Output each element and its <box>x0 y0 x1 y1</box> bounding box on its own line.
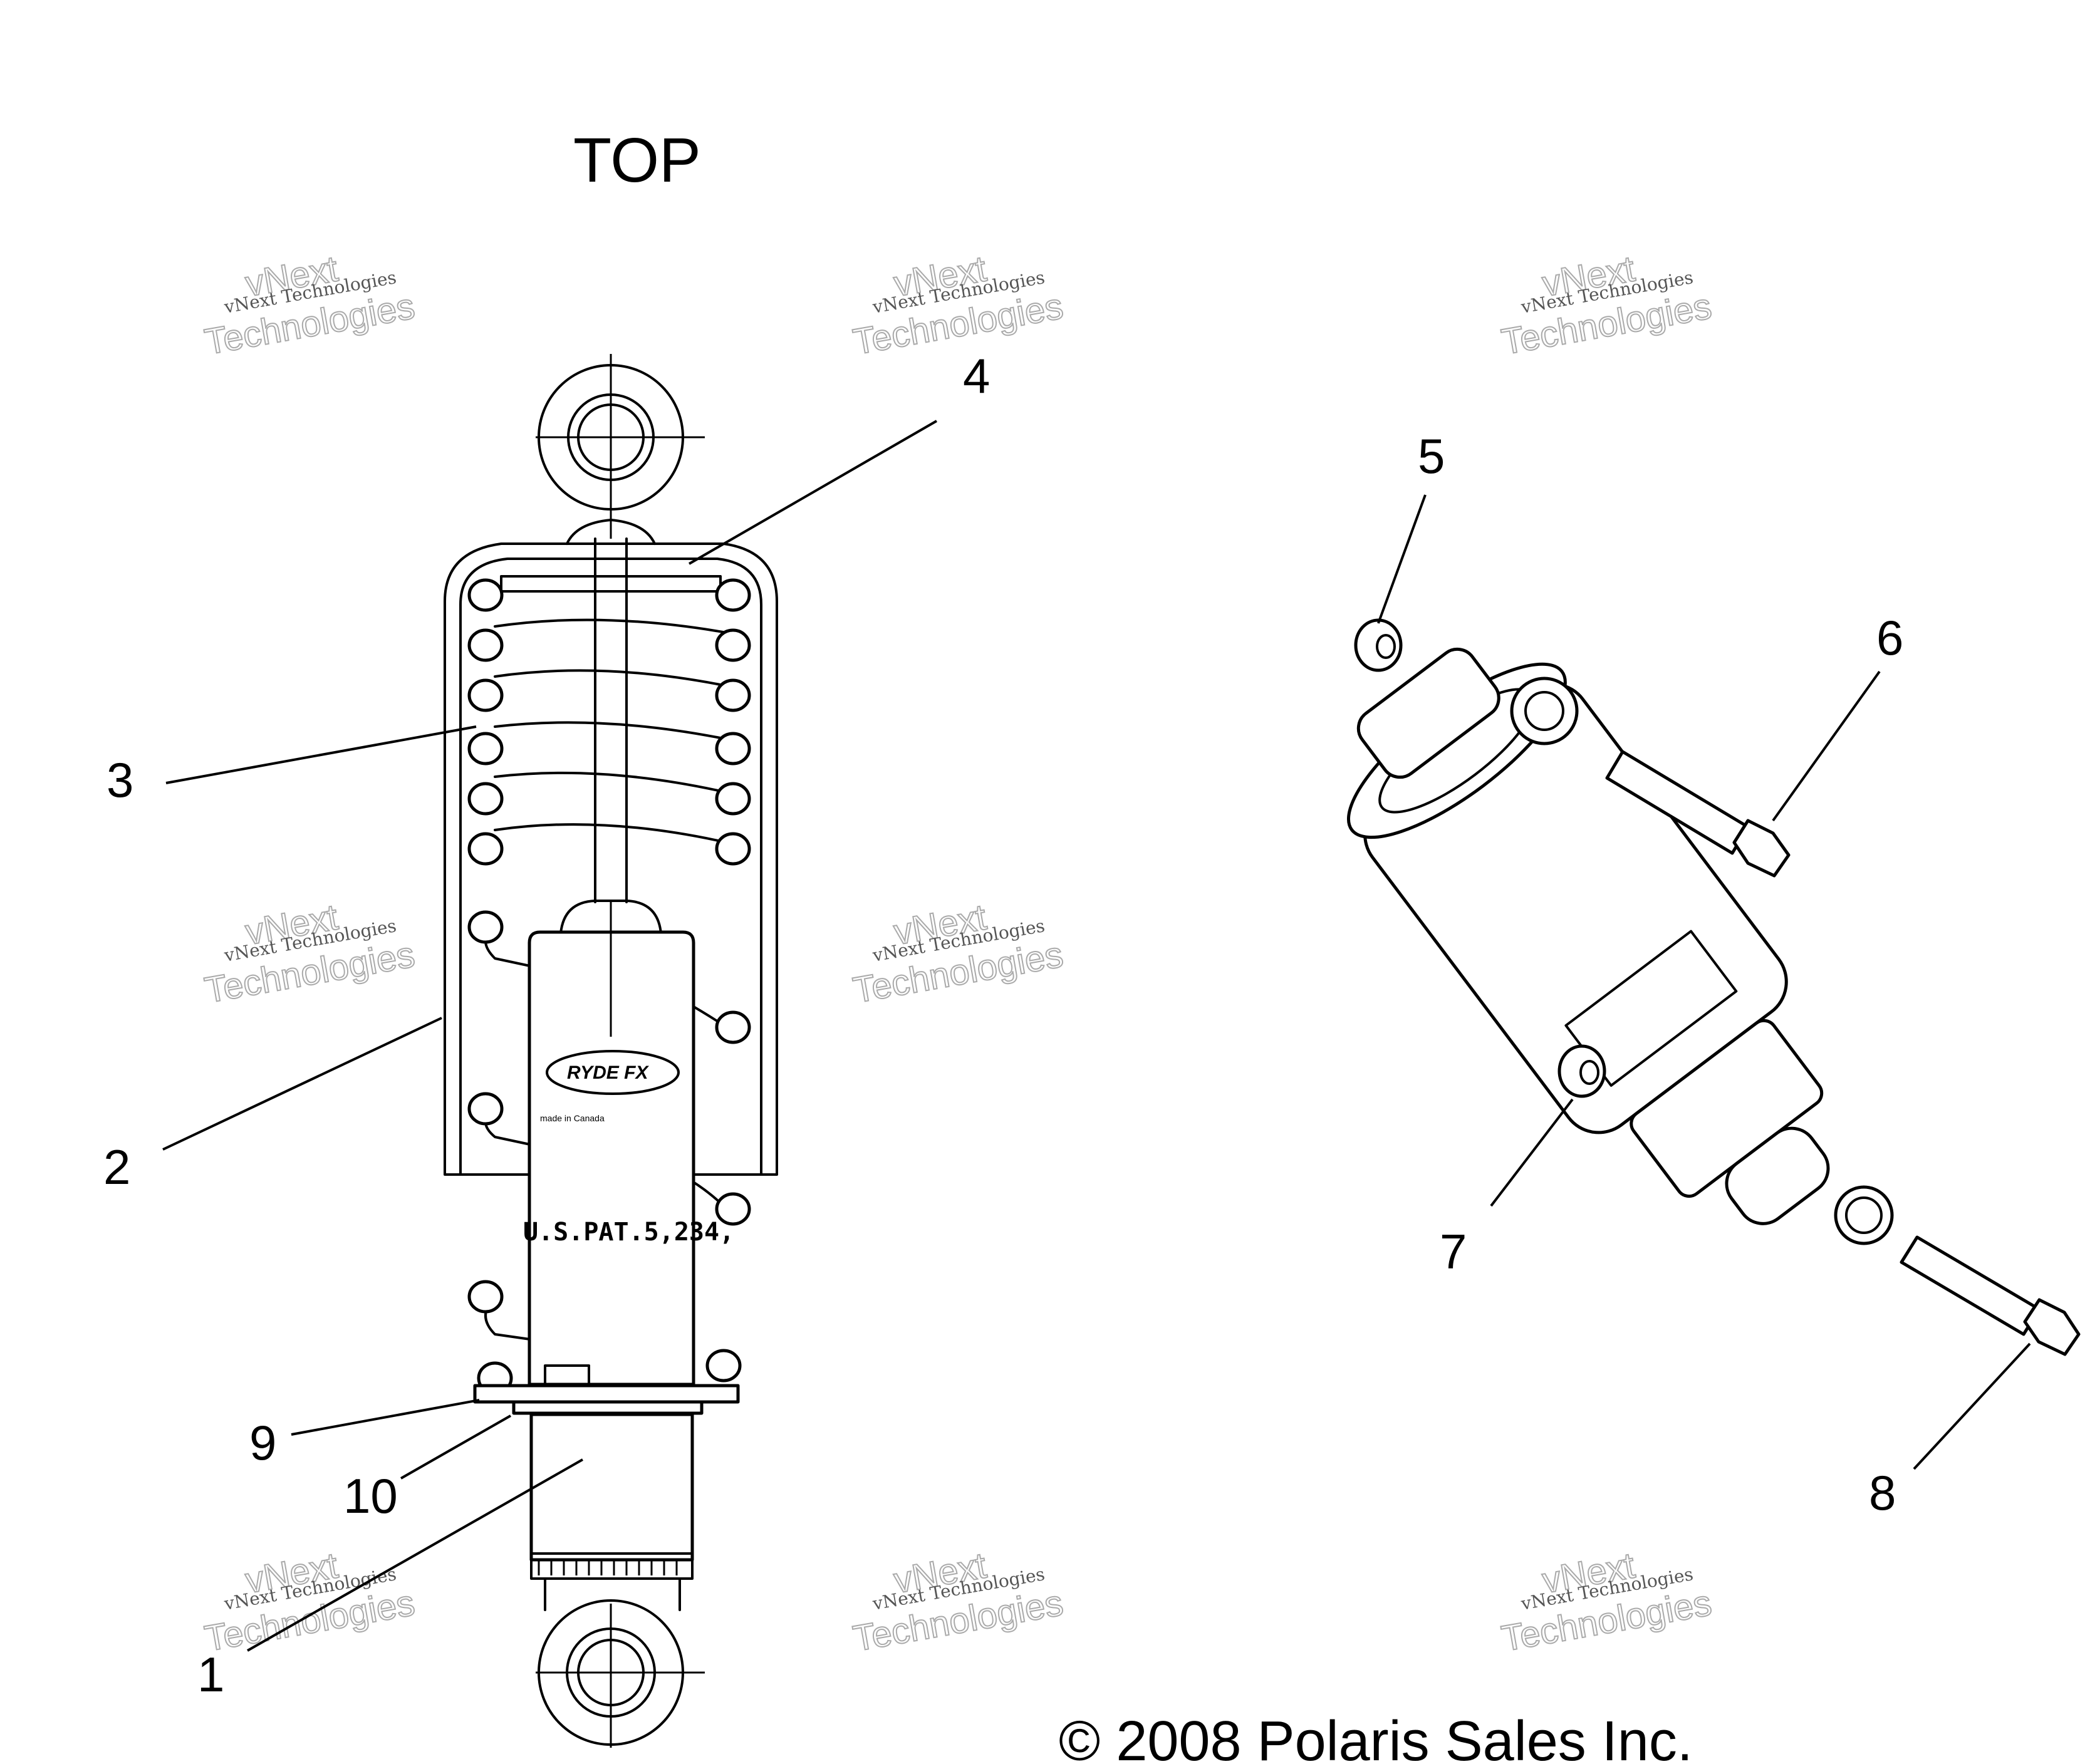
callout-7: 7 <box>1440 1224 1467 1279</box>
callout-3: 3 <box>107 752 133 807</box>
top-view-label: TOP <box>573 125 701 195</box>
callout-10: 10 <box>343 1468 398 1523</box>
patent-marking: U.S.PAT.5,234, <box>523 1218 734 1247</box>
top-mount-eye <box>536 354 705 539</box>
leader-lines <box>162 420 2031 1652</box>
top-eye-bushing <box>1510 677 1579 745</box>
watermark: vNext vNext Technologies Technologies <box>201 1544 419 1659</box>
nut-7 <box>1557 1044 1606 1098</box>
copyright-notice: © 2008 Polaris Sales Inc. <box>1059 1710 1693 1764</box>
callout-6: 6 <box>1876 610 1903 665</box>
callout-1: 1 <box>197 1647 224 1702</box>
spring <box>467 578 751 1395</box>
shock-assembly-exploded: RYDE FX made in Canada U.S.PAT.5,234, <box>444 354 778 1748</box>
watermark: vNext vNext Technologies Technologies <box>201 896 419 1011</box>
bolt-8 <box>1900 1235 2081 1356</box>
made-in-label: made in Canada <box>540 1113 605 1123</box>
callout-4: 4 <box>963 348 990 403</box>
shock-rod <box>559 537 662 935</box>
watermark: vNext vNext Technologies Technologies <box>850 247 1067 363</box>
shock-logo-badge <box>546 1050 680 1095</box>
bottom-eye-bushing <box>1834 1185 1894 1245</box>
callout-5: 5 <box>1418 428 1445 484</box>
callout-8: 8 <box>1869 1465 1896 1520</box>
watermark: vNext vNext Technologies Technologies <box>850 896 1067 1011</box>
bottom-mount-eye <box>536 1599 705 1748</box>
watermark: vNext vNext Technologies Technologies <box>201 247 419 363</box>
watermark: vNext vNext Technologies Technologies <box>850 1544 1067 1659</box>
watermark: vNext vNext Technologies Technologies <box>1498 247 1715 363</box>
callout-9: 9 <box>249 1415 276 1470</box>
shock-logo: RYDE FX <box>567 1062 649 1083</box>
nut-5 <box>1354 618 1403 672</box>
spring-seat <box>500 575 722 593</box>
bolt-6 <box>1605 750 1791 878</box>
retainer-washer <box>512 1400 704 1415</box>
spring-retainer <box>473 1384 740 1404</box>
callout-2: 2 <box>103 1139 130 1195</box>
watermark: vNext vNext Technologies Technologies <box>1498 1544 1715 1659</box>
shock-assembled <box>1347 647 1894 1245</box>
shock-body: RYDE FX made in Canada U.S.PAT.5,234, <box>473 902 740 1611</box>
